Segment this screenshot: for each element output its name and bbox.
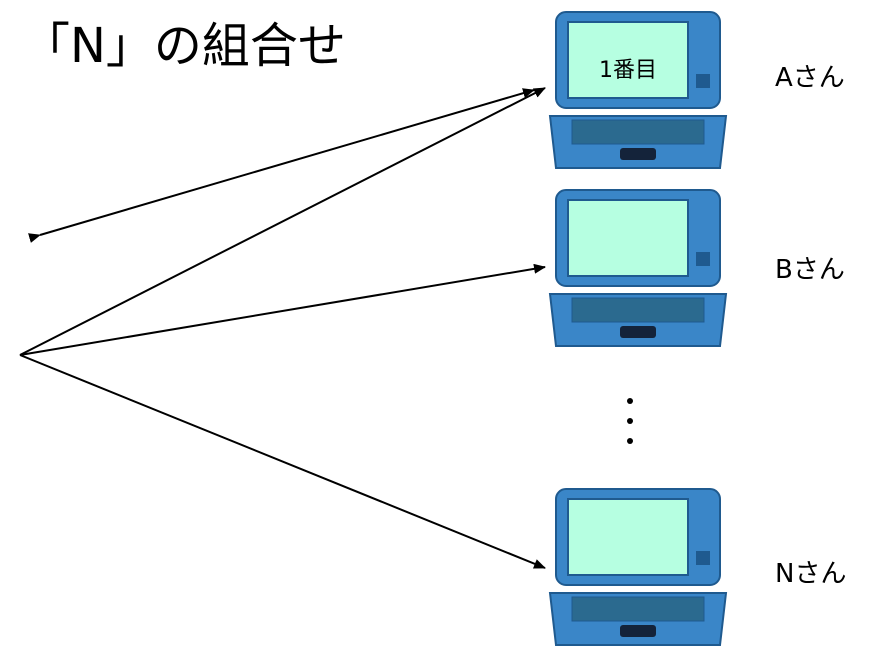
- arrow-origin-to-b: [19, 263, 546, 356]
- laptop-b: [548, 186, 728, 351]
- arrow-origin-to-n: [19, 354, 546, 569]
- vertical-ellipsis-icon: [625, 398, 635, 458]
- arrow-origin-to-a: [19, 87, 546, 356]
- laptop-icon: [548, 11, 728, 169]
- laptop-a: 1番目: [548, 8, 728, 173]
- diagram-title: 「N」の組合せ: [22, 18, 346, 74]
- user-label-a: Aさん: [775, 63, 845, 93]
- laptop-icon: [548, 488, 728, 646]
- user-label-b: Bさん: [775, 255, 845, 285]
- screen-label: 1番目: [599, 58, 657, 83]
- user-label-n: Nさん: [775, 559, 847, 589]
- laptop-icon: [548, 189, 728, 347]
- laptop-n: [548, 485, 728, 650]
- arrow-bidirectional-to-a: [28, 88, 535, 243]
